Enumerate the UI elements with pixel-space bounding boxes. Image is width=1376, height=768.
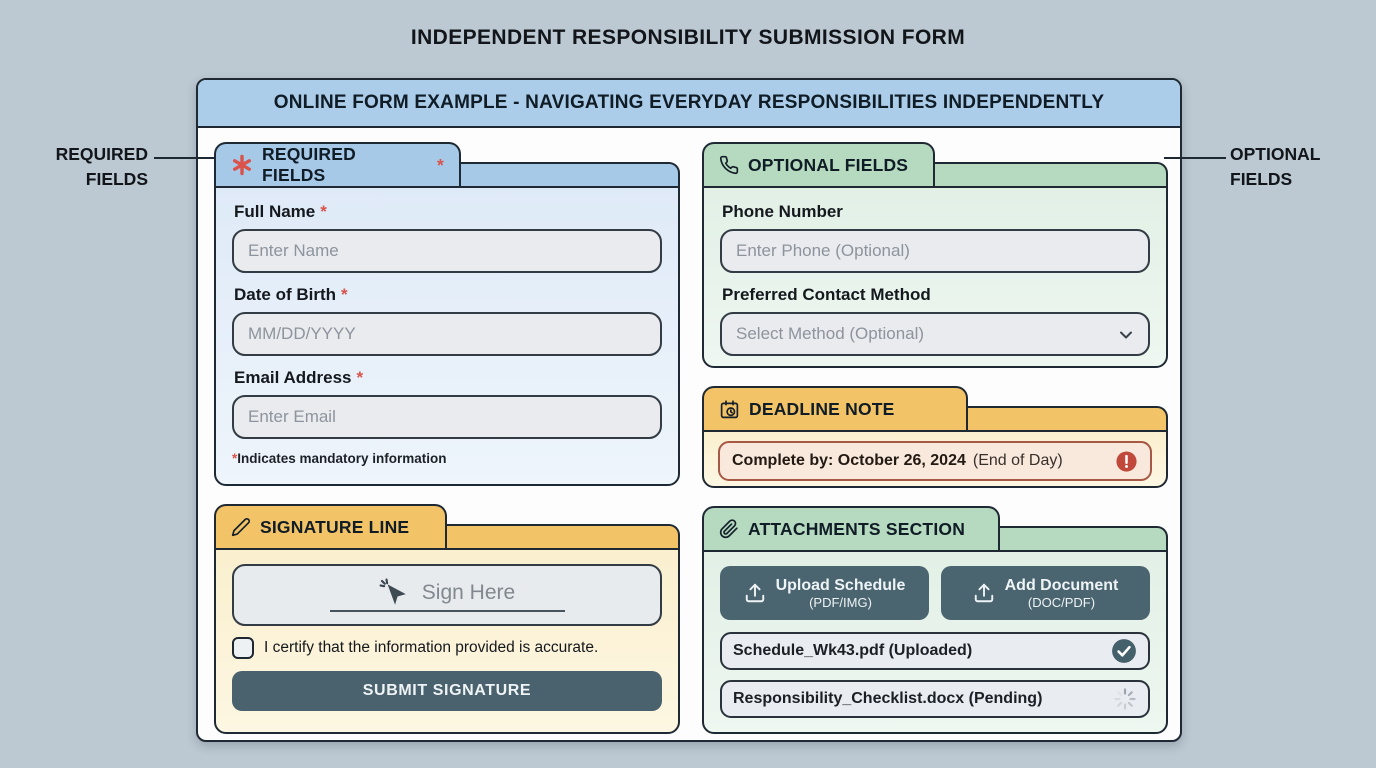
sign-here-placeholder: Sign Here [421,581,516,604]
section-title: SIGNATURE LINE [260,516,410,537]
footnote-text: Indicates mandatory information [237,451,447,466]
connector-line-right [1164,157,1226,159]
connector-line-left [154,157,214,159]
deadline-note-box: Complete by: October 26, 2024 (End of Da… [718,441,1152,481]
contact-method-select[interactable]: Select Method (Optional) [720,312,1150,356]
section-attachments: ATTACHMENTS SECTION Upload Schedule (PDF… [702,506,1168,734]
section-required-fields: REQUIRED FIELDS * Full Name* Date of Bir… [214,142,680,486]
field-label: Preferred Contact Method [722,285,931,304]
section-deadline-note: DEADLINE NOTE Complete by: October 26, 2… [702,386,1168,488]
phone-input[interactable] [720,229,1150,273]
label-text: Date of Birth [234,285,336,304]
phone-icon [719,155,739,175]
section-optional-fields: OPTIONAL FIELDS Phone Number Preferred C… [702,142,1168,368]
signature-row: Sign Here [379,578,515,608]
required-mark: * [232,451,238,466]
signature-pad[interactable]: Sign Here [232,564,662,626]
section-title: OPTIONAL FIELDS [748,154,909,175]
signature-underline [329,610,565,612]
upload-button-label: Upload Schedule [775,576,906,594]
section-signature: SIGNATURE LINE Sign Here I certify that … [214,504,680,734]
asterisk-icon [231,154,253,176]
certify-checkbox[interactable] [232,637,254,659]
annotation-line: OPTIONAL [1230,144,1321,164]
calendar-clock-icon [719,399,740,420]
required-mark: * [356,368,364,387]
upload-button-sub: (DOC/PDF) [1027,594,1096,610]
field-label: Phone Number [722,202,843,221]
section-header: ATTACHMENTS SECTION [702,506,1168,550]
required-mark: * [320,202,327,221]
section-body: Full Name* Date of Birth* Email Address*… [214,186,680,486]
page-title: INDEPENDENT RESPONSIBILITY SUBMISSION FO… [410,26,966,49]
add-document-button[interactable]: Add Document (DOC/PDF) [941,566,1150,620]
spinner-icon [1113,687,1137,711]
annotation-optional-fields: OPTIONAL FIELDS [1230,142,1350,192]
section-title: DEADLINE NOTE [749,398,895,419]
section-header: DEADLINE NOTE [702,386,1168,430]
section-tab-attachments: ATTACHMENTS SECTION [702,506,1001,550]
field-date-of-birth: Date of Birth * [232,285,662,356]
certify-label: I certify that the information provided … [264,639,599,656]
section-tab-deadline: DEADLINE NOTE [702,386,968,430]
pen-icon [231,517,251,537]
section-title: REQUIRED FIELDS [262,144,356,185]
cursor-click-icon [379,578,409,608]
section-title: ATTACHMENTS SECTION [748,518,966,539]
field-contact-method: Preferred Contact Method Select Method (… [720,285,1150,356]
upload-icon [973,582,995,604]
upload-button-sub: (PDF/IMG) [809,594,872,610]
field-phone: Phone Number [720,202,1150,273]
field-label: Date of Birth * [234,285,662,305]
section-header: SIGNATURE LINE [214,504,680,548]
email-input[interactable] [232,395,662,439]
deadline-date-text: Complete by: October 26, 2024 [732,452,966,469]
section-tab-signature: SIGNATURE LINE [214,504,447,548]
upload-icon [744,582,766,604]
date-of-birth-input[interactable] [232,312,662,356]
label-text: Email Address [234,368,352,387]
form-card-header: ONLINE FORM EXAMPLE - NAVIGATING EVERYDA… [198,80,1180,128]
field-label: Email Address* [234,368,662,388]
annotation-line: REQUIRED [55,144,148,164]
label-text: Full Name [234,202,316,221]
field-label: Full Name* [234,202,662,222]
upload-button-label: Add Document [1004,576,1119,594]
field-full-name: Full Name* [232,202,662,273]
full-name-input[interactable] [232,229,662,273]
section-body: Upload Schedule (PDF/IMG) Add Document (… [702,550,1168,734]
section-body: Sign Here I certify that the information… [214,548,680,734]
certify-row: I certify that the information provided … [232,637,662,659]
field-email: Email Address* [232,368,662,439]
file-row-pending[interactable]: Responsibility_Checklist.docx (Pending) [720,680,1150,718]
annotation-line: FIELDS [85,169,148,189]
form-card: ONLINE FORM EXAMPLE - NAVIGATING EVERYDA… [196,78,1182,742]
section-tab-required: REQUIRED FIELDS * [214,142,461,186]
section-body: Phone Number Preferred Contact Method Se… [702,186,1168,368]
warning-icon [1115,450,1138,473]
select-placeholder: Select Method (Optional) [736,324,925,343]
upload-buttons-row: Upload Schedule (PDF/IMG) Add Document (… [720,566,1150,620]
section-tab-optional: OPTIONAL FIELDS [702,142,935,186]
chevron-down-icon [1116,325,1136,345]
annotation-line: FIELDS [1230,169,1293,189]
required-mark: * [341,285,348,304]
upload-schedule-button[interactable]: Upload Schedule (PDF/IMG) [720,566,929,620]
submit-signature-button[interactable]: SUBMIT SIGNATURE [232,671,662,711]
section-body: Complete by: October 26, 2024 (End of Da… [702,430,1168,488]
required-mark: * [436,154,444,175]
upload-button-text: Upload Schedule (PDF/IMG) [776,576,906,611]
file-name: Responsibility_Checklist.docx (Pending) [733,690,1043,707]
upload-button-text: Add Document (DOC/PDF) [1005,576,1119,611]
check-circle-icon [1111,638,1137,664]
mandatory-footnote: *Indicates mandatory information [232,451,662,466]
annotation-required-fields: REQUIRED FIELDS [30,142,148,192]
section-header: OPTIONAL FIELDS [702,142,1168,186]
section-header: REQUIRED FIELDS * [214,142,680,186]
file-row-uploaded[interactable]: Schedule_Wk43.pdf (Uploaded) [720,632,1150,670]
file-name: Schedule_Wk43.pdf (Uploaded) [733,642,973,659]
deadline-time-text: (End of Day) [972,452,1063,469]
paperclip-icon [719,519,739,539]
